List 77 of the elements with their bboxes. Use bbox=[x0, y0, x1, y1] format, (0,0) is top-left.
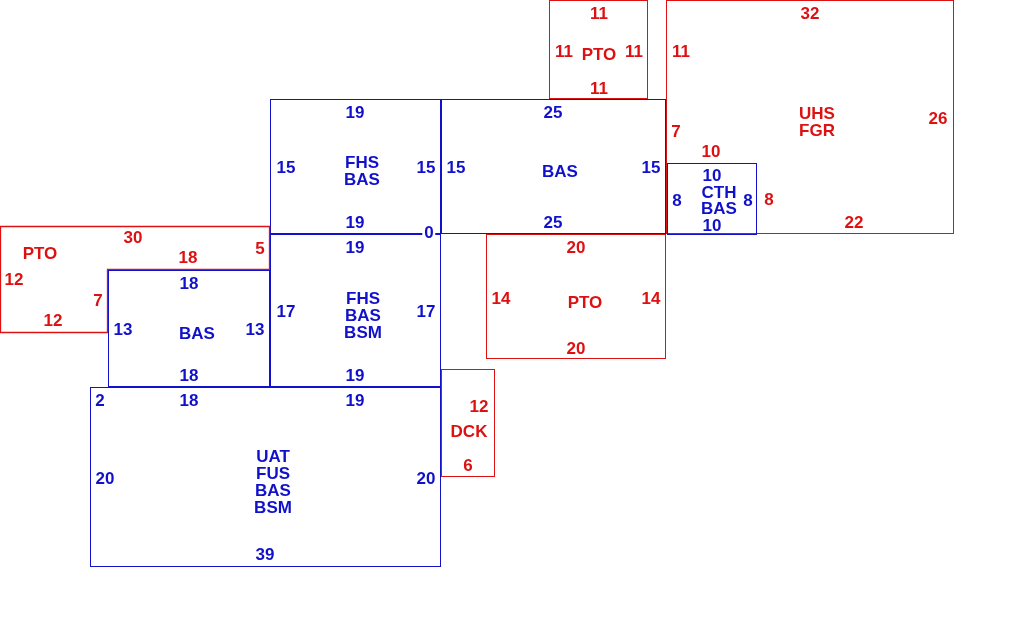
room bbox=[486, 234, 666, 359]
room-code: BSM bbox=[344, 324, 382, 340]
room-code: CTH bbox=[701, 184, 737, 200]
dimension-label: 10 bbox=[702, 167, 722, 183]
dimension-label: 20 bbox=[566, 239, 586, 255]
dimension-label: 18 bbox=[178, 249, 198, 265]
dimension-label: 12 bbox=[469, 398, 489, 414]
room bbox=[549, 0, 648, 99]
dimension-label: 14 bbox=[641, 290, 661, 306]
dimension-label: 8 bbox=[672, 192, 682, 208]
room bbox=[441, 99, 666, 234]
room bbox=[667, 163, 757, 235]
dimension-label: 19 bbox=[345, 214, 365, 230]
dimension-label: 32 bbox=[800, 5, 820, 21]
room-code: FGR bbox=[799, 122, 835, 138]
room-code: FUS bbox=[256, 465, 290, 481]
dimension-label: 15 bbox=[276, 159, 296, 175]
room-code: PTO bbox=[567, 294, 603, 310]
room-code: PTO bbox=[22, 245, 58, 261]
dimension-label: 18 bbox=[179, 392, 199, 408]
dimension-label: 11 bbox=[590, 5, 608, 21]
dimension-label: 14 bbox=[491, 290, 511, 306]
dimension-label: 15 bbox=[416, 159, 436, 175]
dimension-label: 17 bbox=[276, 303, 296, 319]
room bbox=[90, 387, 441, 567]
dimension-label: 19 bbox=[345, 104, 365, 120]
room-code: BAS bbox=[542, 163, 578, 179]
dimension-label: 19 bbox=[345, 392, 365, 408]
dimension-label: 39 bbox=[255, 546, 275, 562]
dimension-label: 12 bbox=[43, 312, 63, 328]
dimension-label: 20 bbox=[566, 340, 586, 356]
dimension-label: 12 bbox=[4, 271, 24, 287]
dimension-label: 0 bbox=[422, 223, 436, 241]
room-code: BAS bbox=[345, 307, 381, 323]
dimension-label: 10 bbox=[701, 143, 721, 159]
dimension-label: 7 bbox=[671, 123, 681, 139]
dimension-label: 8 bbox=[764, 191, 774, 207]
dimension-label: 7 bbox=[93, 292, 103, 308]
dimension-label: 8 bbox=[743, 192, 753, 208]
dimension-label: 11 bbox=[625, 43, 643, 59]
dimension-label: 25 bbox=[543, 104, 563, 120]
dimension-label: 2 bbox=[95, 392, 105, 408]
dimension-label: 11 bbox=[590, 80, 608, 96]
room bbox=[666, 0, 954, 234]
dimension-label: 11 bbox=[555, 43, 573, 59]
dimension-label: 13 bbox=[245, 321, 265, 337]
dimension-label: 11 bbox=[672, 43, 690, 59]
room-code: UHS bbox=[799, 105, 835, 121]
dimension-label: 15 bbox=[446, 159, 466, 175]
dimension-label: 26 bbox=[928, 110, 948, 126]
dimension-label: 17 bbox=[416, 303, 436, 319]
dimension-label: 25 bbox=[543, 214, 563, 230]
dimension-label: 6 bbox=[463, 457, 473, 473]
room-code: DCK bbox=[450, 423, 488, 439]
dimension-label: 10 bbox=[702, 217, 722, 233]
room-code: BSM bbox=[254, 499, 292, 515]
room-code: UAT bbox=[256, 448, 290, 464]
room bbox=[108, 270, 270, 387]
dimension-label: 18 bbox=[179, 367, 199, 383]
room-code: FHS bbox=[346, 290, 380, 306]
room-code: BAS bbox=[701, 200, 737, 216]
dimension-label: 20 bbox=[95, 470, 115, 486]
dimension-label: 5 bbox=[255, 240, 265, 256]
dimension-label: 30 bbox=[123, 229, 143, 245]
dimension-label: 15 bbox=[641, 159, 661, 175]
room bbox=[441, 369, 495, 477]
dimension-label: 20 bbox=[416, 470, 436, 486]
room-code: PTO bbox=[581, 46, 617, 62]
dimension-label: 19 bbox=[345, 367, 365, 383]
dimension-label: 18 bbox=[179, 275, 199, 291]
room-code: BAS bbox=[344, 171, 380, 187]
dimension-label: 22 bbox=[844, 214, 864, 230]
dimension-label: 13 bbox=[113, 321, 133, 337]
room-code: BAS bbox=[179, 325, 215, 341]
room-code: FHS bbox=[345, 154, 379, 170]
dimension-label: 19 bbox=[345, 239, 365, 255]
room-code: BAS bbox=[255, 482, 291, 498]
